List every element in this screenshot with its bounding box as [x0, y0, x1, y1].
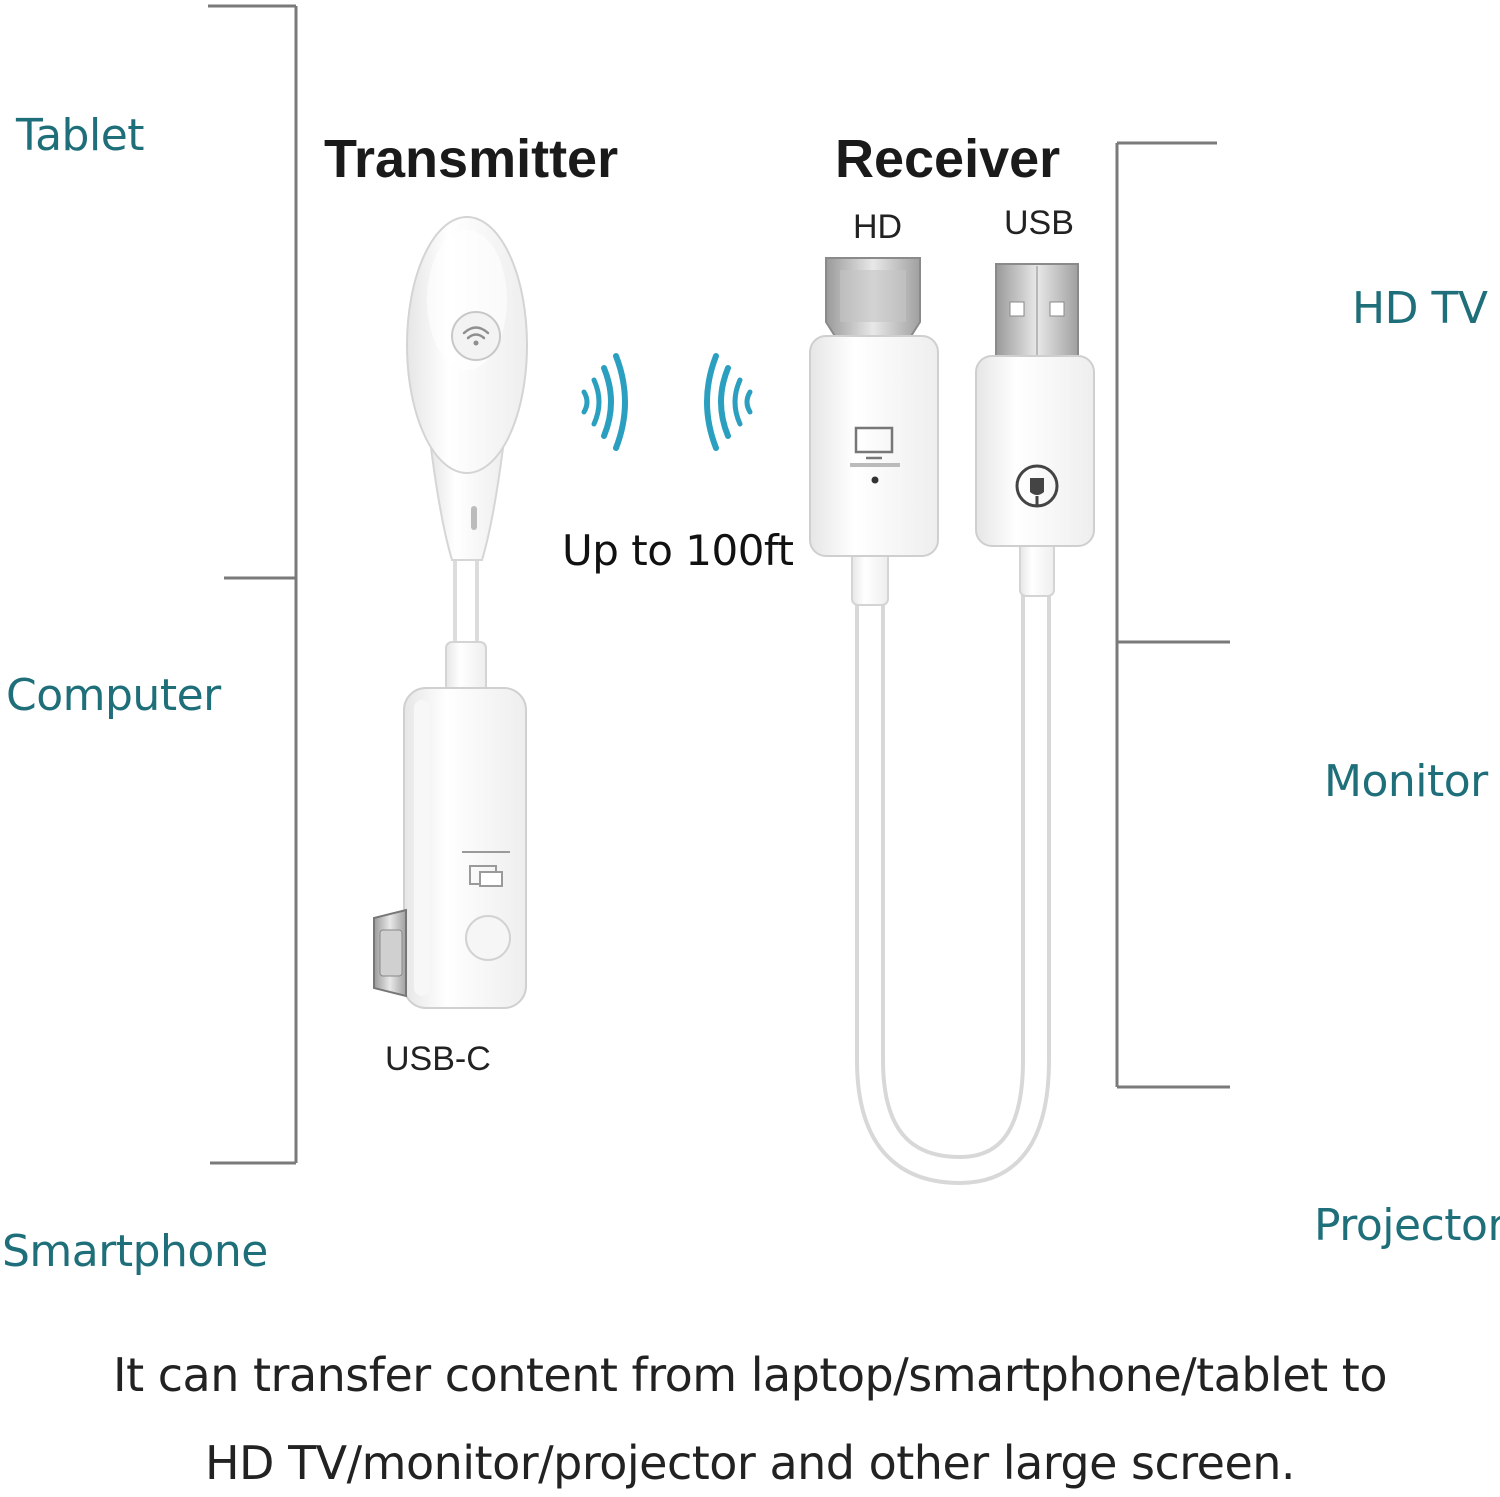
- signal-waves-right: [704, 353, 753, 451]
- caption-line-1: It can transfer content from laptop/smar…: [113, 1348, 1387, 1402]
- device-label-projector: Projector: [1314, 1200, 1500, 1251]
- device-label-computer: Computer: [6, 670, 221, 721]
- device-label-monitor: Monitor: [1324, 756, 1488, 807]
- left-bracket: [208, 4, 298, 1165]
- usbc-port-label: USB-C: [385, 1040, 491, 1078]
- device-label-smartphone: Smartphone: [2, 1226, 268, 1277]
- transmitter-device: [373, 216, 528, 1009]
- usb-port-label: USB: [1004, 204, 1074, 242]
- range-label: Up to 100ft: [562, 526, 794, 575]
- device-label-hdtv: HD TV: [1352, 283, 1488, 334]
- hd-port-label: HD: [853, 208, 903, 246]
- caption-line-2: HD TV/monitor/projector and other large …: [204, 1436, 1296, 1490]
- receiver-title: Receiver: [835, 129, 1061, 189]
- signal-waves-left: [581, 353, 628, 451]
- right-bracket: [1115, 141, 1230, 1089]
- receiver-device: [809, 257, 1095, 1186]
- transmitter-title: Transmitter: [324, 129, 619, 189]
- device-label-tablet: Tablet: [16, 110, 145, 161]
